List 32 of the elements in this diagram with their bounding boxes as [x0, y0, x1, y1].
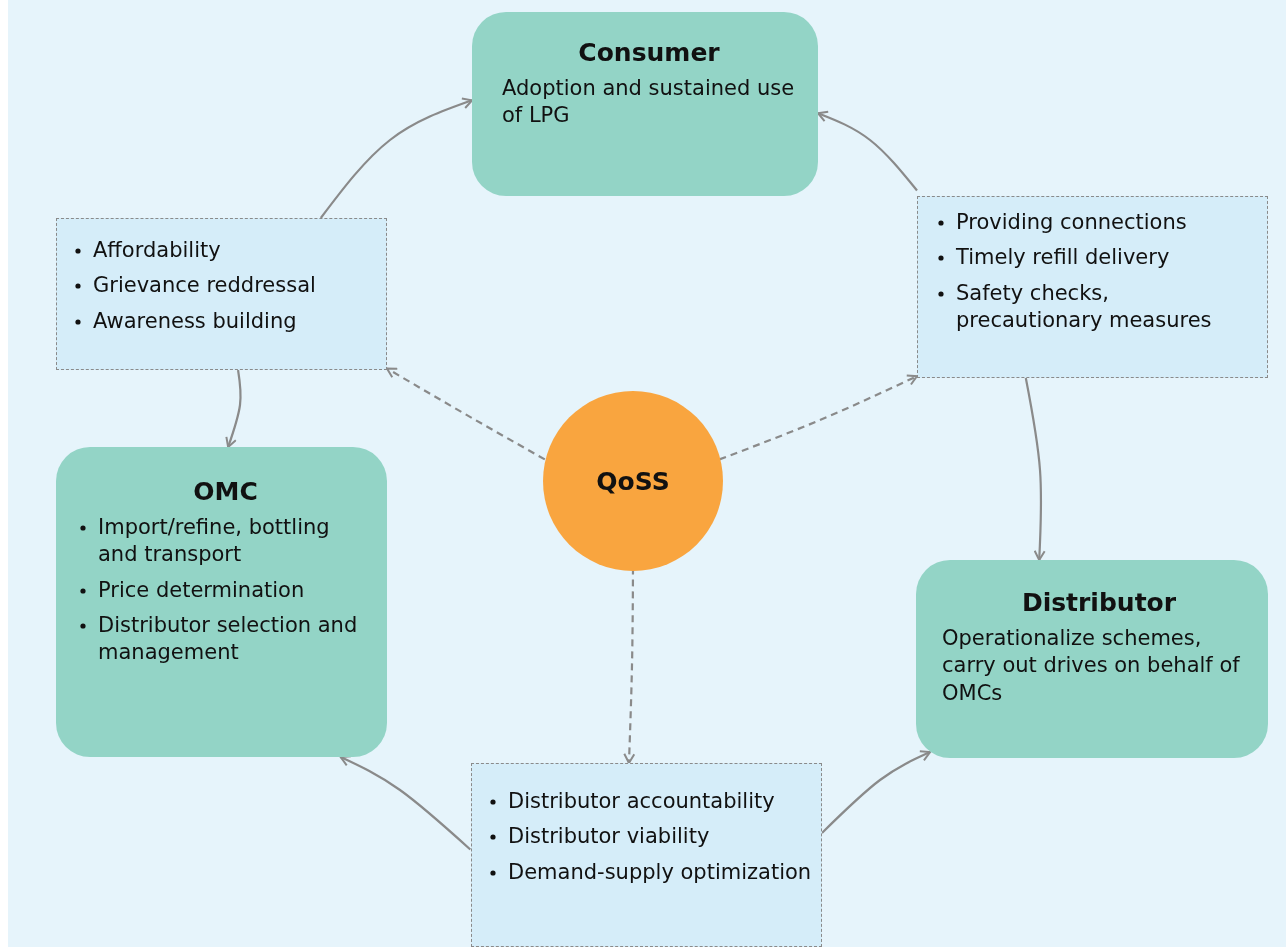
- circle-label: QoSS: [596, 466, 670, 496]
- box-description: Operationalize schemes, carry out drives on behalf of OMCs: [942, 625, 1241, 707]
- bullet-item: Grievance reddressal: [93, 273, 316, 298]
- dashed-arrow: [719, 374, 918, 461]
- curved-arrow: [1024, 377, 1046, 561]
- dashed-note-box: [56, 218, 387, 370]
- box-heading: Distributor: [1020, 588, 1178, 617]
- bullet-item: Demand-supply optimization: [508, 859, 812, 884]
- bullet-item: Price determination: [98, 577, 305, 602]
- process-box: [56, 447, 387, 757]
- bullet-item: Affordability: [93, 238, 221, 262]
- box-description: Adoption and sustained use of LPG: [502, 75, 796, 130]
- curved-arrow: [225, 369, 242, 448]
- curved-arrow: [817, 110, 918, 192]
- box-heading: Consumer: [577, 38, 721, 67]
- bullet-item: Providing connections: [956, 210, 1187, 234]
- bullet-item: Timely refill delivery: [956, 245, 1170, 270]
- curved-arrow: [821, 750, 932, 834]
- bullet-item: Import/refine, bottling and transport: [98, 515, 330, 567]
- curved-arrow: [319, 97, 473, 219]
- curved-arrow: [339, 755, 472, 851]
- bullet-item: Safety checks, precautionary measures: [956, 280, 1212, 332]
- dashed-note-box: [917, 196, 1268, 378]
- box-heading: OMC: [192, 477, 259, 506]
- process-box: [472, 12, 818, 196]
- dashed-note-box: [471, 763, 822, 947]
- bullet-item: Distributor selection and management: [98, 612, 358, 665]
- dashed-arrow: [386, 367, 546, 461]
- bullet-item: Distributor accountability: [508, 789, 775, 813]
- bullet-item: Awareness building: [93, 308, 297, 333]
- bullet-item: Distributor viability: [508, 824, 710, 849]
- process-box: [916, 560, 1268, 758]
